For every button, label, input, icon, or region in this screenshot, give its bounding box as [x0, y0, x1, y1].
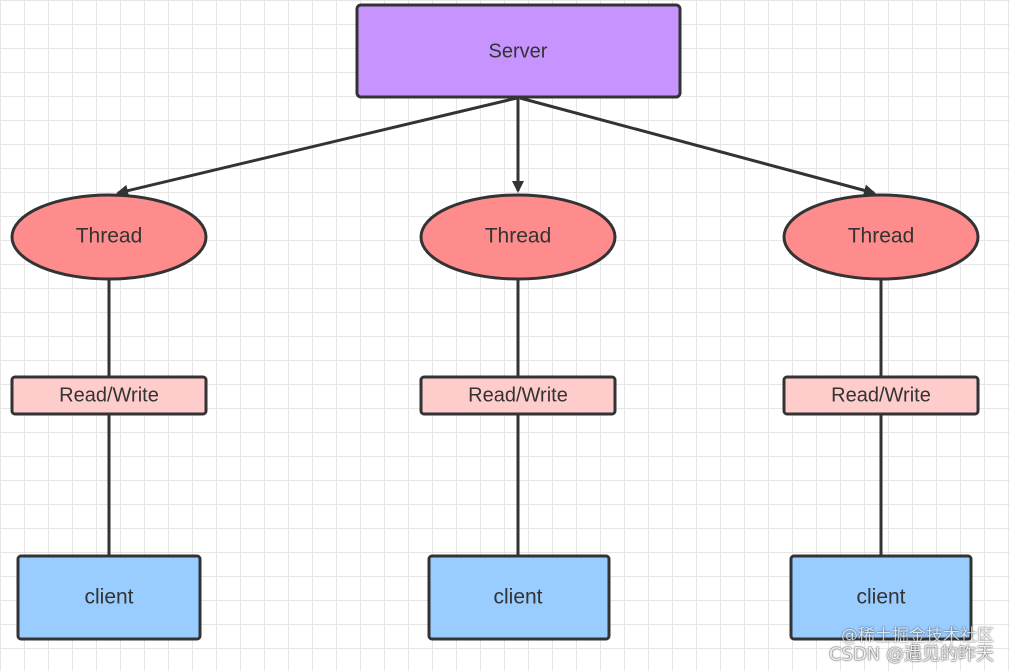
thread-label-1: Thread: [76, 225, 143, 248]
client-label-3: client: [856, 586, 905, 609]
thread-ellipse-2: [419, 193, 617, 281]
server-box: [355, 3, 682, 99]
watermark-line-1: @稀土掘金技术社区: [841, 625, 994, 646]
client-box-1: [16, 554, 202, 641]
client-label-2: client: [493, 586, 542, 609]
thread-node-3: Thread: [782, 193, 980, 281]
rw-box-3: [782, 375, 980, 416]
thread-label-3: Thread: [848, 225, 915, 248]
rw-label-2: Read/Write: [468, 384, 568, 406]
server-node: Server: [355, 3, 682, 99]
rw-box-1: [10, 375, 208, 416]
rw-label-3: Read/Write: [831, 384, 931, 406]
client-node-3: client: [789, 554, 973, 641]
client-node-1: client: [16, 554, 202, 641]
edge-server-to-thread-1: [116, 96, 518, 197]
rw-box-2: [419, 375, 617, 416]
client-box-2: [427, 554, 611, 641]
rw-node-3: Read/Write: [782, 375, 980, 416]
client-label-1: client: [84, 586, 133, 609]
watermark-line-2: CSDN @遇见的昨天: [828, 644, 994, 666]
client-node-2: client: [427, 554, 611, 641]
thread-node-2: Thread: [419, 193, 617, 281]
edge-server-to-thread-3: [519, 96, 876, 197]
thread-ellipse-3: [782, 193, 980, 281]
rw-label-1: Read/Write: [59, 384, 159, 406]
rw-node-1: Read/Write: [10, 375, 208, 416]
client-box-3: [789, 554, 973, 641]
watermark: @稀土掘金技术社区 CSDN @遇见的昨天: [828, 625, 994, 666]
server-label: Server: [489, 40, 548, 62]
rw-node-2: Read/Write: [419, 375, 617, 416]
thread-node-1: Thread: [10, 193, 208, 281]
thread-label-2: Thread: [485, 225, 552, 248]
thread-ellipse-1: [10, 193, 208, 281]
